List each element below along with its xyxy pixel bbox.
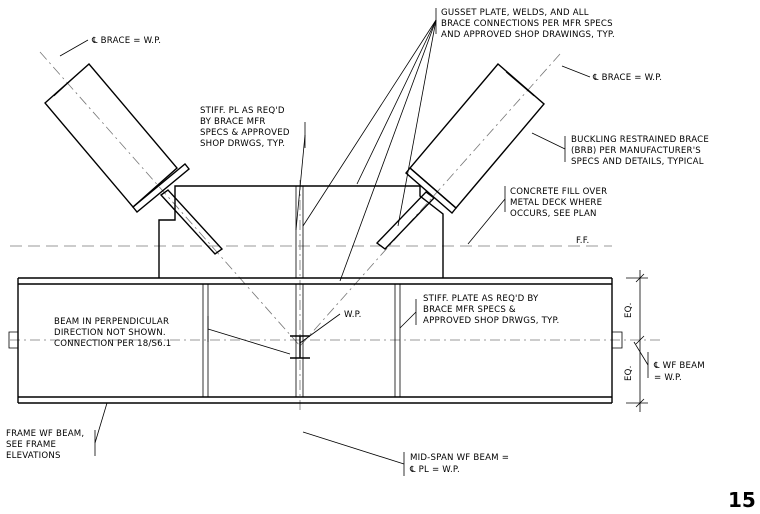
finish-floor-label: F.F. bbox=[576, 236, 589, 246]
beam-stiffeners bbox=[202, 284, 401, 397]
stiff-pl-note: STIFF. PL AS REQ'D BY BRACE MFR SPECS & … bbox=[200, 106, 290, 149]
wf-beam-note-line: = W.P. bbox=[654, 373, 682, 383]
left-brace bbox=[44, 63, 224, 255]
midspan-wf-beam-section bbox=[290, 335, 310, 359]
brace-wp-label-left: ℄ BRACE = W.P. bbox=[91, 36, 161, 46]
brb-note: BUCKLING RESTRAINED BRACE (BRB) PER MANU… bbox=[571, 135, 709, 167]
concrete-note: CONCRETE FILL OVER METAL DECK WHERE OCCU… bbox=[510, 187, 607, 219]
concrete-note-line: CONCRETE FILL OVER bbox=[510, 187, 607, 197]
midspan-note: MID-SPAN WF BEAM = ℄ PL = W.P. bbox=[409, 453, 509, 475]
beam-perp-note-line: BEAM IN PERPENDICULAR bbox=[54, 317, 169, 327]
stiff-plate-note-line: STIFF. PLATE AS REQ'D BY bbox=[423, 294, 539, 304]
beam-perp-note-line: CONNECTION PER 18/S6.1 bbox=[54, 339, 171, 349]
gusset-plate bbox=[158, 185, 444, 278]
frame-wf-beam bbox=[8, 277, 623, 404]
concrete-note-line: METAL DECK WHERE bbox=[510, 198, 602, 208]
stiff-pl-note-line: BY BRACE MFR bbox=[200, 117, 266, 127]
stiff-pl-note-line: SPECS & APPROVED bbox=[200, 128, 290, 138]
concrete-note-line: OCCURS, SEE PLAN bbox=[510, 209, 597, 219]
frame-wf-note-line: FRAME WF BEAM, bbox=[6, 429, 84, 439]
eq-label-top: EQ. bbox=[624, 302, 634, 318]
stiff-pl-note-line: SHOP DRWGS, TYP. bbox=[200, 139, 285, 149]
brace-wp-label-right: ℄ BRACE = W.P. bbox=[592, 73, 662, 83]
gusset-note: GUSSET PLATE, WELDS, AND ALL BRACE CONNE… bbox=[441, 8, 615, 40]
gusset-note-line: GUSSET PLATE, WELDS, AND ALL bbox=[441, 8, 589, 18]
stiff-plate-note: STIFF. PLATE AS REQ'D BY BRACE MFR SPECS… bbox=[423, 294, 559, 326]
gusset-note-line: BRACE CONNECTIONS PER MFR SPECS bbox=[441, 19, 613, 29]
frame-wf-note-line: SEE FRAME bbox=[6, 440, 56, 450]
eq-label-bottom: EQ. bbox=[624, 365, 634, 381]
gusset-note-line: AND APPROVED SHOP DRAWINGS, TYP. bbox=[441, 30, 615, 40]
brb-note-line: (BRB) PER MANUFACTURER'S bbox=[571, 146, 701, 156]
brb-note-line: BUCKLING RESTRAINED BRACE bbox=[571, 135, 709, 145]
wf-beam-note: ℄ WF BEAM = W.P. bbox=[653, 361, 705, 383]
leader-lines bbox=[59, 8, 649, 476]
wp-label: W.P. bbox=[344, 310, 362, 320]
right-brace bbox=[375, 63, 545, 250]
frame-wf-note: FRAME WF BEAM, SEE FRAME ELEVATIONS bbox=[6, 429, 84, 461]
beam-perp-note: BEAM IN PERPENDICULAR DIRECTION NOT SHOW… bbox=[54, 317, 171, 349]
midspan-note-line: MID-SPAN WF BEAM = bbox=[410, 453, 509, 463]
frame-wf-note-line: ELEVATIONS bbox=[6, 451, 61, 461]
eq-dimension bbox=[626, 270, 648, 412]
beam-perp-note-line: DIRECTION NOT SHOWN. bbox=[54, 328, 166, 338]
brb-note-line: SPECS AND DETAILS, TYPICAL bbox=[571, 157, 704, 167]
centerlines bbox=[10, 51, 660, 412]
midspan-note-line: ℄ PL = W.P. bbox=[409, 465, 460, 475]
stiff-plate-note-line: BRACE MFR SPECS & bbox=[423, 305, 516, 315]
wf-beam-note-line: ℄ WF BEAM bbox=[653, 361, 705, 371]
stiff-pl-note-line: STIFF. PL AS REQ'D bbox=[200, 106, 285, 116]
detail-number: 15 bbox=[728, 488, 756, 512]
stiff-plate-note-line: APPROVED SHOP DRWGS, TYP. bbox=[423, 316, 559, 326]
